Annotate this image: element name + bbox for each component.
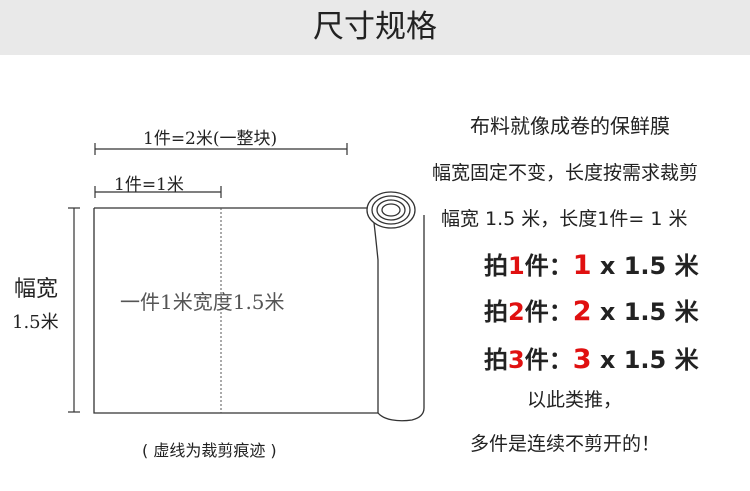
fabric-sheet (93, 207, 425, 422)
order-row-length: 1 (572, 250, 592, 281)
dimension-label-one-meter: 1件=1米 (114, 175, 184, 195)
order-row-suffix: 件： (524, 298, 573, 326)
order-row-quantity: 2 (508, 298, 525, 326)
order-row-quantity: 1 (508, 252, 525, 280)
order-row-length: 3 (572, 344, 592, 375)
inside-label: 一件1米宽度1.5米 (120, 290, 285, 314)
order-row-dimension: x 1.5 米 (591, 252, 699, 280)
dimension-line-one-meter (94, 186, 222, 198)
page-title: 尺寸规格 (313, 9, 437, 45)
order-row-prefix: 拍 (484, 346, 508, 374)
info-line-1: 布料就像成卷的保鲜膜 (470, 114, 670, 138)
roll-end (366, 191, 416, 229)
info-line-3: 幅宽 1.5 米，长度1件= 1 米 (441, 208, 688, 230)
dashed-line-caption: ( 虚线为裁剪痕迹 ) (142, 441, 277, 460)
order-row-3: 拍3件：3 x 1.5 米 (484, 340, 699, 375)
dimension-line-width (68, 207, 80, 413)
dimension-label-two-meters: 1件=2米(一整块) (143, 129, 278, 149)
order-row-suffix: 件： (524, 346, 573, 374)
order-row-length: 2 (572, 296, 592, 327)
header-bar (0, 0, 750, 55)
order-row-quantity: 3 (508, 346, 525, 374)
width-value: 1.5米 (12, 312, 59, 333)
info-line-2: 幅宽固定不变，长度按需求裁剪 (432, 162, 699, 184)
order-row-dimension: x 1.5 米 (591, 298, 699, 326)
order-row-2: 拍2件：2 x 1.5 米 (484, 292, 699, 327)
order-row-prefix: 拍 (484, 298, 508, 326)
dimension-line-two-meters (94, 143, 348, 155)
info-last-line: 多件是连续不剪开的！ (470, 433, 661, 455)
width-label: 幅宽 (14, 277, 59, 302)
order-row-suffix: 件： (524, 252, 573, 280)
order-row-dimension: x 1.5 米 (591, 346, 699, 374)
order-row-1: 拍1件：1 x 1.5 米 (484, 246, 699, 281)
info-analogy: 以此类推， (527, 389, 623, 411)
order-row-prefix: 拍 (484, 252, 508, 280)
